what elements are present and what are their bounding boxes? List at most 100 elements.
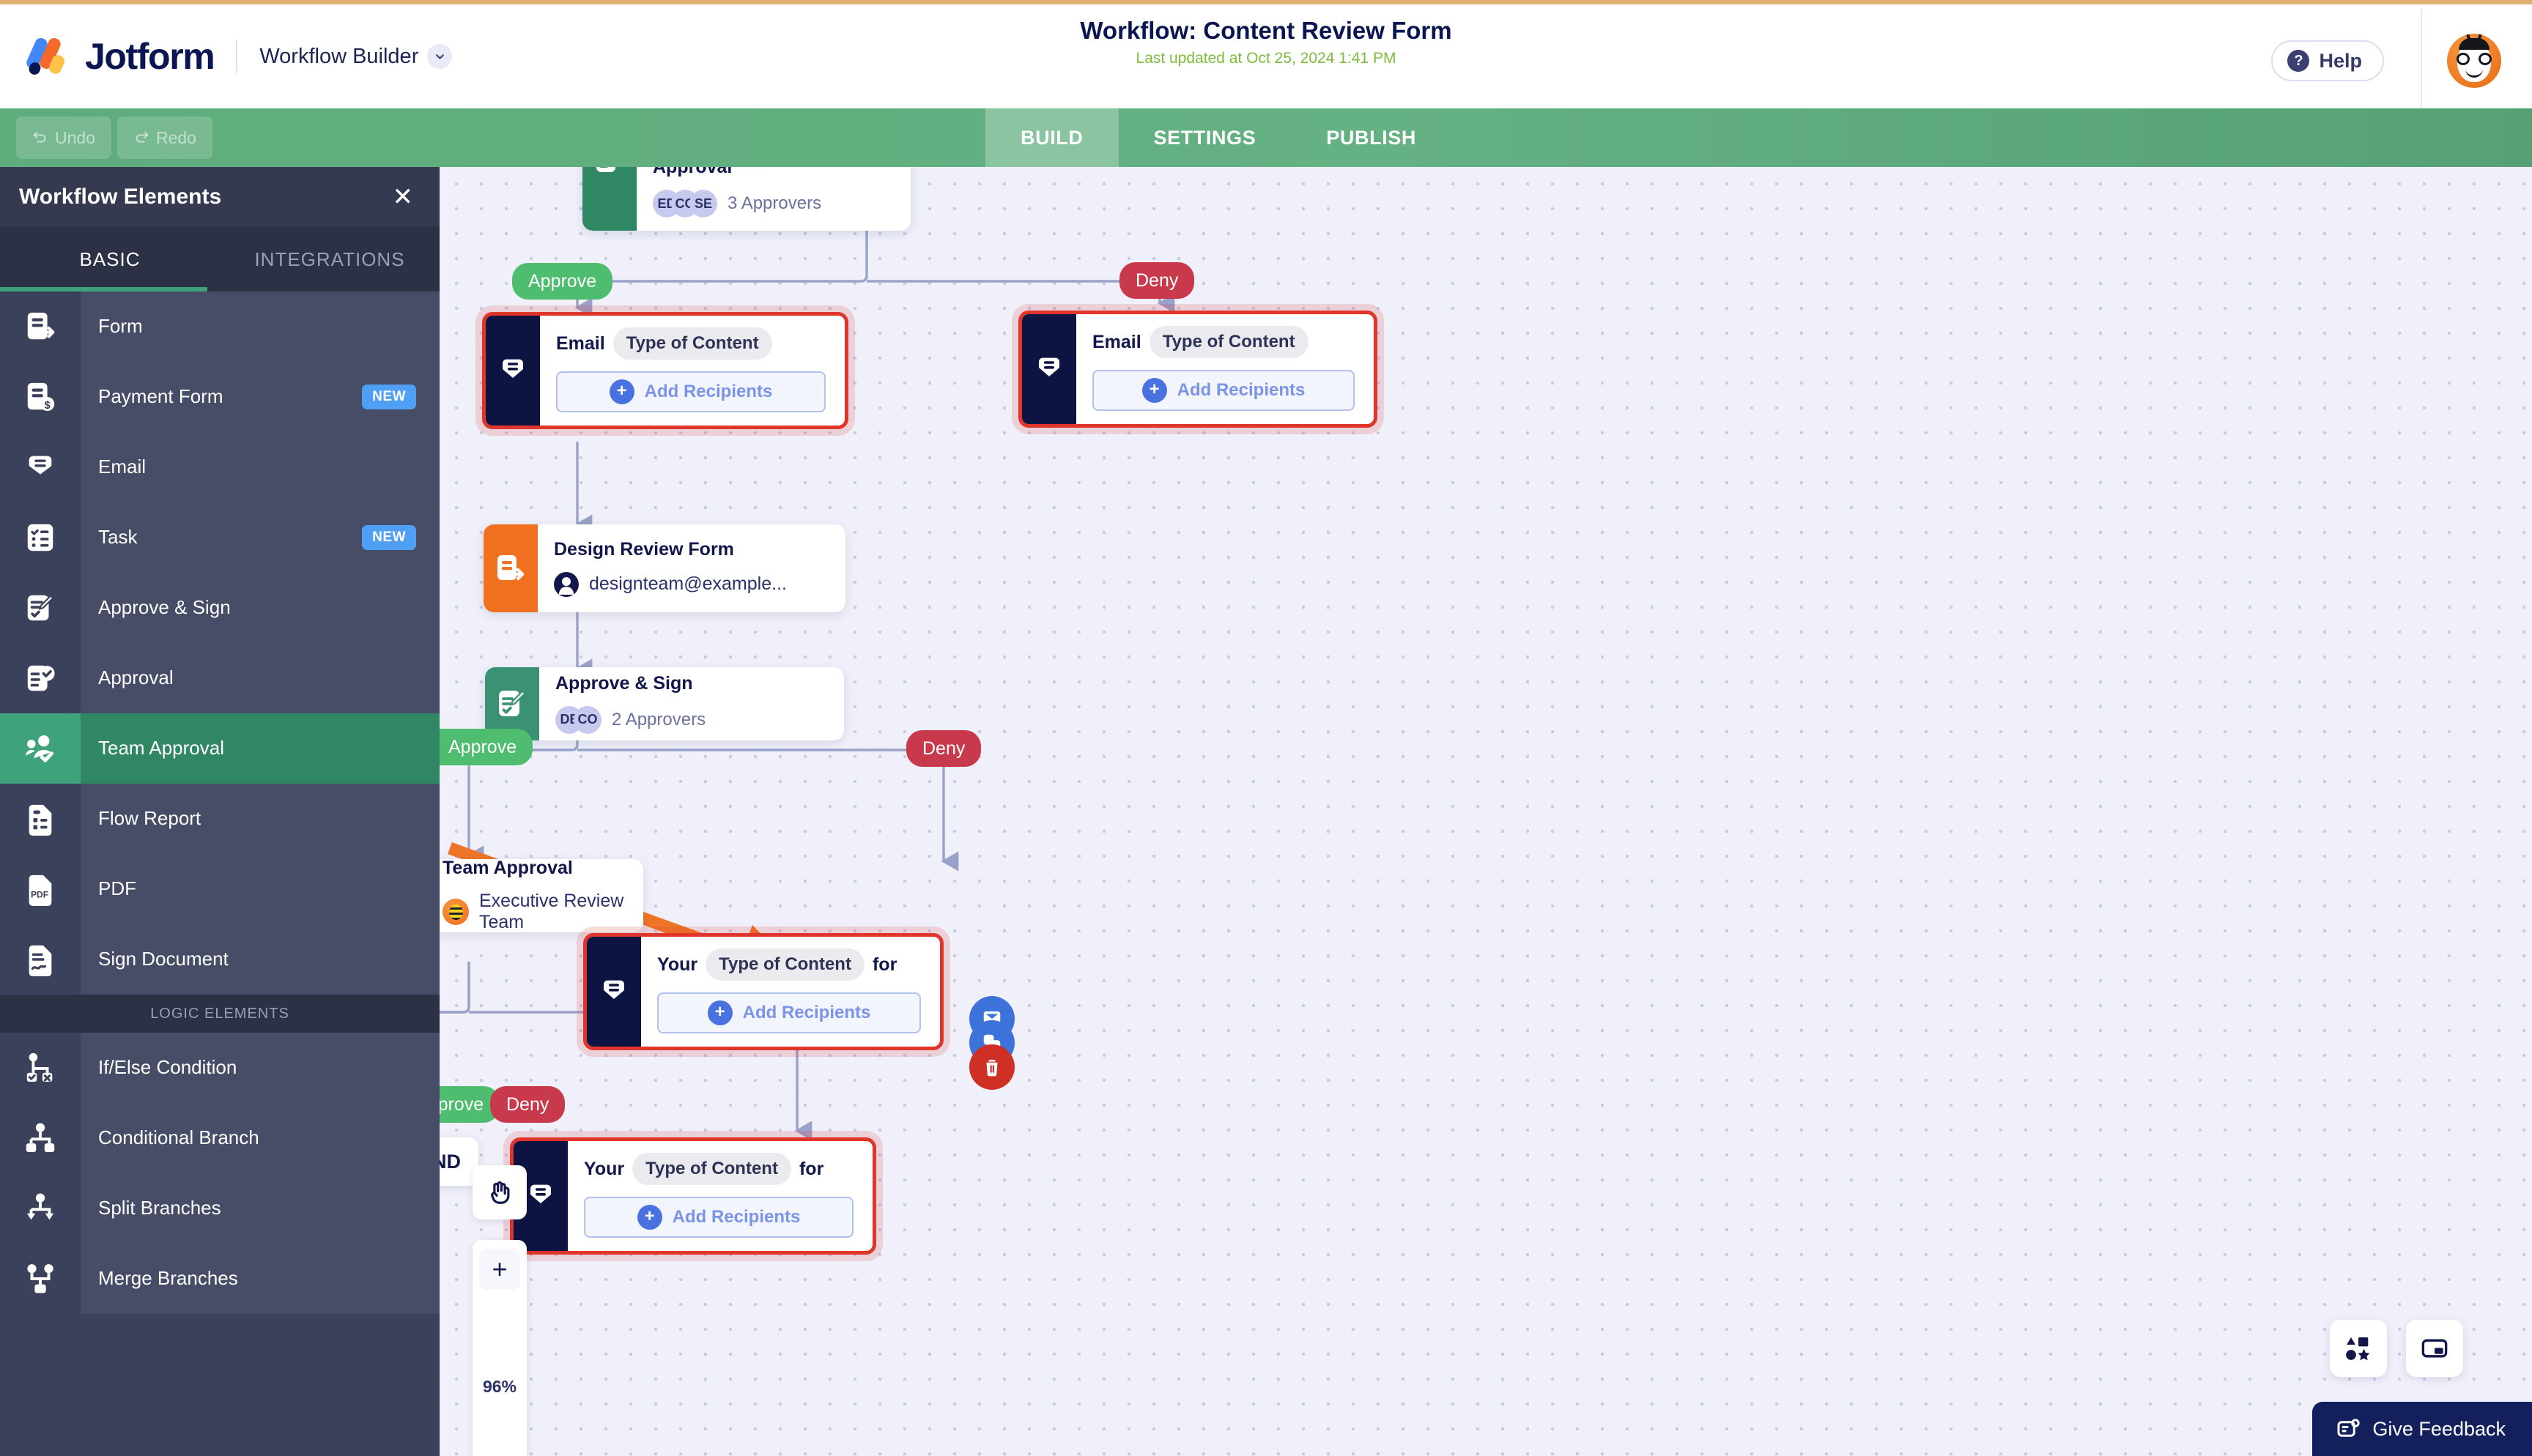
sidebar-item-conditional-branch[interactable]: Conditional Branch	[0, 1102, 440, 1173]
node-team-approval[interactable]: Team Approval Executive Review Team	[440, 859, 643, 932]
help-button-label: Help	[2319, 49, 2362, 72]
give-feedback-button[interactable]: Give Feedback	[2312, 1402, 2532, 1456]
brand-block: Jotform Workflow Builder	[0, 35, 453, 78]
sidebar-item-label: Payment Form	[98, 385, 223, 407]
flow-report-icon	[0, 783, 81, 854]
zoom-in-button[interactable]: +	[479, 1249, 520, 1290]
sidebar-item-label: Approval	[98, 666, 174, 688]
delete-action-button[interactable]	[969, 1044, 1015, 1090]
shapes-icon	[2346, 1337, 2370, 1361]
sidebar-item-split-branches[interactable]: Split Branches	[0, 1173, 440, 1244]
sidebar-item-approval[interactable]: Approval	[0, 642, 440, 713]
add-recipients-label: Add Recipients	[742, 1003, 871, 1022]
sidebar-tab-basic[interactable]: BASIC	[0, 227, 220, 291]
sidebar-item-merge-branches[interactable]: Merge Branches	[0, 1243, 440, 1314]
question-mark-icon: ?	[2287, 50, 2310, 72]
product-switcher[interactable]: Workflow Builder	[259, 44, 453, 69]
sidebar-item-form[interactable]: Form	[0, 291, 440, 362]
add-recipients-button[interactable]: + Add Recipients	[657, 992, 921, 1033]
node-email-approve[interactable]: Email Type of Content + Add Recipients	[482, 312, 848, 429]
branch-label-deny[interactable]: Deny	[490, 1086, 566, 1123]
action-toolbar: Undo Redo BUILD SETTINGS PUBLISH	[0, 108, 2532, 167]
elements-palette-button[interactable]	[2330, 1320, 2387, 1377]
node-end[interactable]: END	[440, 1137, 479, 1186]
sidebar-tab-integrations[interactable]: INTEGRATIONS	[254, 248, 405, 270]
redo-label: Redo	[155, 127, 196, 147]
add-recipients-label: Add Recipients	[672, 1207, 801, 1227]
email-icon	[0, 431, 81, 502]
approver-avatars: ED CO SE	[653, 190, 717, 218]
content-type-chip[interactable]: Type of Content	[706, 948, 865, 981]
recipient-email: designteam@example...	[589, 573, 787, 594]
redo-button[interactable]: Redo	[116, 116, 212, 159]
branch-label-approve[interactable]: Approve	[512, 263, 613, 300]
sidebar-item-label: Conditional Branch	[98, 1126, 259, 1148]
person-icon	[554, 571, 579, 597]
tab-build[interactable]: BUILD	[985, 108, 1119, 167]
sidebar-item-approve-sign[interactable]: Approve & Sign	[0, 572, 440, 643]
sidebar-item-label: PDF	[98, 877, 136, 899]
email-prefix: Your	[657, 954, 698, 975]
approvers-count: 3 Approvers	[728, 193, 822, 213]
merge-branches-icon	[0, 1243, 81, 1314]
tab-settings[interactable]: SETTINGS	[1153, 126, 1256, 149]
sign-document-icon	[0, 924, 81, 995]
branch-label-text: Deny	[1136, 270, 1179, 291]
undo-redo-group: Undo Redo	[0, 116, 212, 159]
sidebar-tabs: BASIC INTEGRATIONS	[0, 227, 440, 291]
add-recipients-button[interactable]: + Add Recipients	[584, 1197, 854, 1238]
main-tabs: BUILD SETTINGS PUBLISH	[985, 108, 1451, 167]
node-approve-and-sign[interactable]: Approve & Sign DE CO 2 Approvers	[485, 667, 844, 740]
branch-label-deny[interactable]: Deny	[1119, 262, 1195, 299]
node-approval[interactable]: Approval ED CO SE 3 Approvers	[582, 167, 911, 231]
trash-icon	[986, 1060, 998, 1077]
tab-publish[interactable]: PUBLISH	[1326, 126, 1417, 149]
node-design-review-form[interactable]: Design Review Form designteam@example...	[484, 524, 845, 612]
give-feedback-label: Give Feedback	[2372, 1417, 2506, 1440]
email-prefix: Your	[584, 1158, 625, 1179]
node-email-your-bottom[interactable]: Your Type of Content for + Add Recipient…	[510, 1137, 876, 1255]
sidebar-item-payment-form[interactable]: $ Payment Form NEW	[0, 361, 440, 432]
sidebar-item-label: Team Approval	[98, 737, 224, 759]
approve-sign-icon	[0, 572, 81, 643]
node-title: Design Review Form	[554, 538, 734, 560]
brand-wordmark: Jotform	[85, 36, 215, 77]
pdf-icon: PDF	[0, 853, 81, 924]
add-recipients-button[interactable]: + Add Recipients	[1092, 370, 1355, 411]
minimap-toggle-button[interactable]	[2406, 1320, 2463, 1377]
plus-icon: +	[707, 1000, 733, 1025]
avatar[interactable]	[2447, 34, 2501, 88]
sidebar-item-pdf[interactable]: PDF PDF	[0, 853, 440, 924]
new-badge: NEW	[362, 384, 416, 409]
sidebar-item-flow-report[interactable]: Flow Report	[0, 783, 440, 854]
sidebar-section-label: LOGIC ELEMENTS	[0, 995, 440, 1033]
avatar: CO	[574, 705, 601, 734]
approval-icon	[0, 642, 81, 713]
approver-avatars: DE CO	[555, 705, 601, 734]
node-email-your-right[interactable]: Your Type of Content for + Add Recipient…	[583, 933, 944, 1050]
content-type-chip[interactable]: Type of Content	[632, 1153, 791, 1185]
branch-label-approve[interactable]: Approve	[440, 729, 533, 765]
sidebar-item-task[interactable]: Task NEW	[0, 502, 440, 573]
undo-button[interactable]: Undo	[16, 116, 111, 159]
top-bar: Jotform Workflow Builder Workflow: Conte…	[0, 0, 2532, 113]
minimap-icon	[2421, 1339, 2448, 1358]
sidebar-item-email[interactable]: Email	[0, 431, 440, 502]
node-email-deny[interactable]: Email Type of Content + Add Recipients	[1018, 311, 1377, 428]
sidebar-item-label: Split Branches	[98, 1197, 221, 1219]
add-recipients-label: Add Recipients	[644, 382, 773, 401]
content-type-chip[interactable]: Type of Content	[612, 327, 772, 360]
content-type-chip[interactable]: Type of Content	[1149, 326, 1308, 358]
add-recipients-button[interactable]: + Add Recipients	[556, 371, 826, 412]
branch-label-deny[interactable]: Deny	[906, 730, 982, 767]
end-label: END	[440, 1150, 462, 1173]
workflow-canvas[interactable]: Approval ED CO SE 3 Approvers Approve De…	[440, 167, 2532, 1456]
close-icon[interactable]: ✕	[392, 183, 414, 211]
top-bar-right: ? Help	[2271, 9, 2532, 113]
sidebar-item-if-else-condition[interactable]: If/Else Condition	[0, 1032, 440, 1103]
sidebar-item-sign-document[interactable]: Sign Document	[0, 924, 440, 995]
sidebar-item-team-approval[interactable]: Team Approval	[0, 713, 440, 784]
task-icon	[0, 502, 81, 573]
pan-tool-button[interactable]	[473, 1165, 527, 1219]
help-button[interactable]: ? Help	[2271, 40, 2384, 81]
